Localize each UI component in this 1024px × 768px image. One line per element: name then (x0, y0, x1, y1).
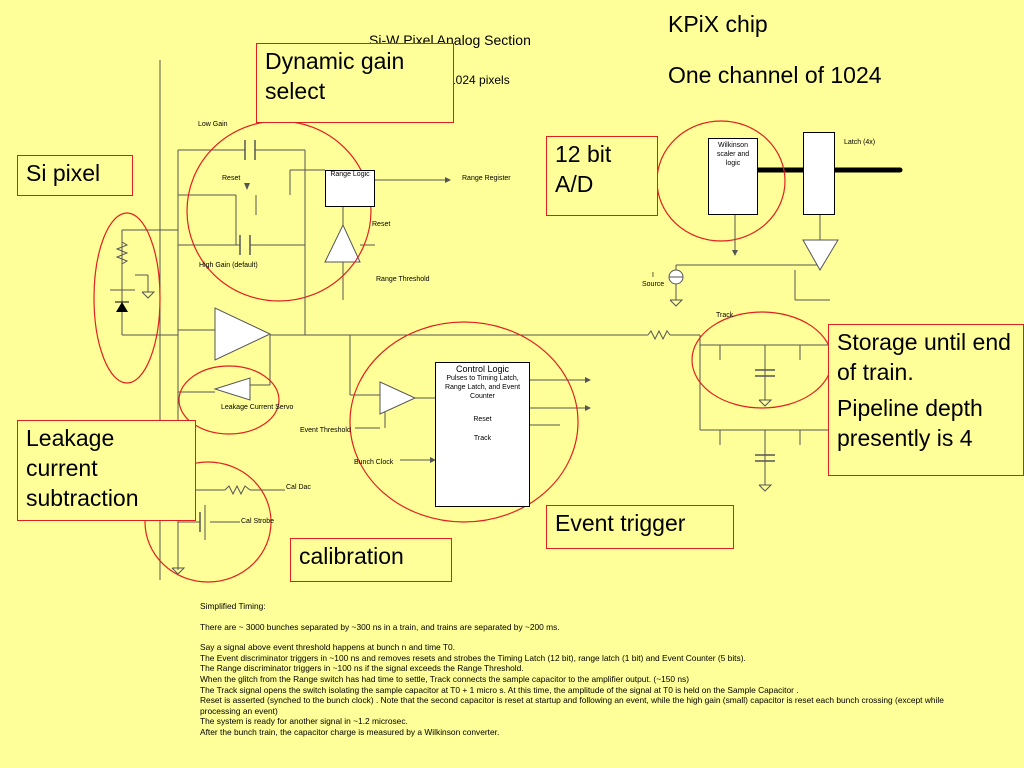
reset-small-label: Reset (372, 221, 391, 228)
timing-line: Reset is asserted (synched to the bunch … (200, 695, 944, 716)
charge-amplifier (214, 307, 272, 361)
wilkinson-box: Wilkinson scaler and logic (708, 138, 758, 215)
event-threshold-label: Event Threshold (300, 427, 351, 434)
range-register-label: Range Register (462, 175, 511, 182)
timing-line: After the bunch train, the capacitor cha… (200, 726, 500, 737)
sheet-subtitle: 1024 pixels (449, 73, 510, 87)
timing-line: The Event discriminator triggers in ~100… (200, 652, 746, 663)
reset-switch-label: Reset (222, 175, 241, 182)
buffer-amp (802, 239, 839, 271)
storage-line-1: Storage until end of train. (837, 329, 1011, 385)
storage-circle (691, 311, 833, 409)
pixel-circle (93, 212, 161, 384)
leakage-servo-label: Leakage Current Servo (221, 404, 294, 411)
control-logic-desc: Pulses to Timing Latch, Range Latch, and… (444, 375, 521, 400)
i-source-label-1: I (652, 272, 654, 279)
leakage-servo-amp (213, 377, 251, 401)
i-source-label-2: Source (642, 281, 665, 288)
bunch-clock-label: Bunch Clock (354, 459, 394, 466)
latch-label: Latch (4x) (844, 139, 876, 146)
timing-line: Say a signal above event threshold happe… (200, 642, 455, 653)
timing-line: The system is ready for another signal i… (200, 716, 408, 727)
timing-line: There are ~ 3000 bunches separated by ~3… (200, 621, 560, 632)
slide-subtitle: One channel of 1024 (668, 62, 882, 88)
cal-strobe-label: Cal Strobe (241, 518, 275, 525)
control-logic-title: Control Logic (455, 364, 510, 374)
callout-si-pixel: Si pixel (17, 155, 133, 196)
timing-heading: Simplified Timing: (200, 601, 266, 611)
cal-dac-label: Cal Dac (286, 484, 311, 491)
timing-line: The Track signal opens the switch isolat… (200, 684, 799, 695)
control-track-label: Track (473, 435, 492, 442)
timing-line: When the glitch from the Range switch ha… (200, 673, 690, 684)
range-threshold-label: Range Threshold (376, 276, 430, 283)
range-logic-box: Range Logic (325, 170, 375, 207)
timing-line: The Range discriminator triggers in ~100… (200, 663, 524, 674)
control-logic-box: Control Logic Pulses to Timing Latch, Ra… (435, 362, 530, 507)
calibration-circle (144, 461, 272, 583)
range-discriminator (324, 223, 361, 263)
callout-dynamic-gain: Dynamic gain select (256, 43, 454, 123)
leakage-circle (178, 365, 280, 435)
slide-title: KPiX chip (668, 11, 768, 37)
low-gain-label: Low Gain (198, 121, 228, 128)
range-logic-label: Range Logic (330, 171, 370, 178)
callout-storage: Storage until end of train. Pipeline dep… (828, 324, 1024, 476)
callout-ad: 12 bit A/D (546, 136, 658, 216)
event-circle (349, 321, 579, 523)
control-reset-label: Reset (473, 416, 492, 423)
callout-leakage: Leakage current subtraction (17, 420, 196, 521)
high-gain-label: High Gain (default) (199, 262, 258, 269)
event-discriminator (379, 381, 417, 415)
track-label: Track (716, 312, 734, 319)
latch-box (803, 132, 835, 215)
wilkinson-label: Wilkinson scaler and logic (716, 142, 750, 167)
storage-line-2: Pipeline depth presently is 4 (837, 395, 983, 451)
callout-event-trigger: Event trigger (546, 505, 734, 549)
timing-notes: Simplified Timing: There are ~ 3000 bunc… (200, 601, 960, 738)
callout-calibration: calibration (290, 538, 452, 582)
